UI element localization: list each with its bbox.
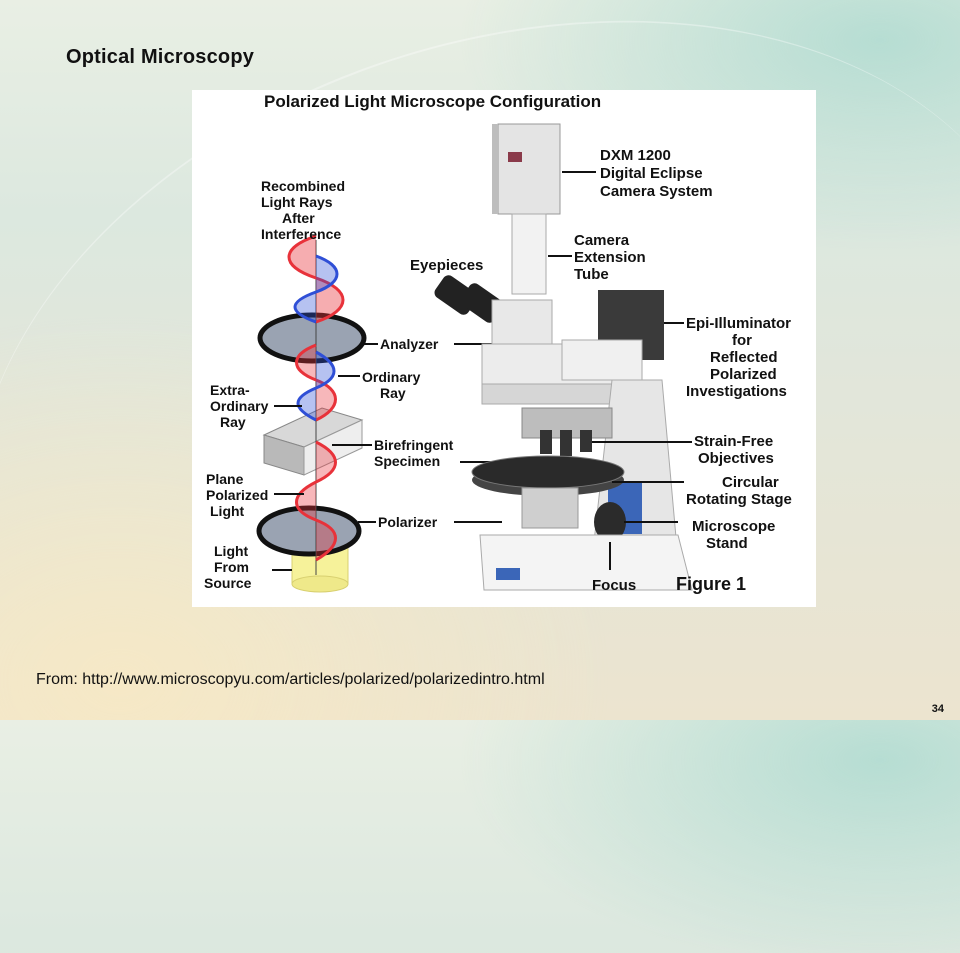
svg-text:After: After [282,210,315,226]
analyzer-disc [257,312,367,364]
microscope-diagram: Polarized Light Microscope Configuration [204,92,792,594]
figure-caption: Figure 1 [676,574,746,594]
focus-knob [594,502,626,542]
svg-text:Light Rays: Light Rays [261,194,333,210]
label-strain-free-objectives: Strain-Free Objectives [694,433,774,467]
microscope-figure: Polarized Light Microscope Configuration [192,90,816,607]
light-path-illustration [256,234,367,593]
extraordinary-ray-wave [296,350,336,422]
svg-text:Polarized: Polarized [206,487,268,503]
label-polarizer: Polarizer [378,514,438,530]
svg-text:Polarized: Polarized [710,366,777,383]
label-birefringent-specimen: Birefringent Specimen [374,437,454,469]
label-camera-extension-tube: Camera Extension Tube [574,232,646,283]
svg-text:Rotating Stage: Rotating Stage [686,491,792,508]
svg-text:Epi-Illuminator: Epi-Illuminator [686,315,791,332]
label-camera-system: DXM 1200 Digital Eclipse Camera System [600,147,713,200]
svg-text:From: From [214,559,249,575]
label-microscope-stand: Microscope Stand [692,518,775,552]
camera-body [497,123,561,215]
svg-text:Interference: Interference [261,226,341,242]
left-label-plane-polarized: Plane Polarized Light [206,471,268,519]
svg-text:Camera System: Camera System [600,183,713,200]
svg-text:Ordinary: Ordinary [362,369,421,385]
svg-text:Extension: Extension [574,249,646,266]
figure-heading: Polarized Light Microscope Configuration [264,92,601,111]
label-eyepieces: Eyepieces [410,257,483,274]
plane-polarized-wave [295,440,337,562]
svg-text:Circular: Circular [722,474,779,491]
svg-text:Plane: Plane [206,471,244,487]
svg-text:Light: Light [214,543,249,559]
label-epi-illuminator: Epi-Illuminator for Reflected Polarized … [686,315,791,400]
svg-text:Digital Eclipse: Digital Eclipse [600,165,703,182]
svg-text:Ray: Ray [380,385,406,401]
page-number: 34 [931,703,944,715]
svg-text:Recombined: Recombined [261,178,345,194]
recombined-blue-wave [293,254,339,324]
slide-title: Optical Microscopy [66,46,255,68]
recombined-red-wave [287,234,345,324]
svg-text:Strain-Free: Strain-Free [694,433,773,450]
left-label-light-source: Light From Source [204,543,252,591]
svg-text:Camera: Camera [574,232,630,249]
camera-extension-tube [511,213,547,295]
microscope-base [479,534,693,591]
svg-text:Light: Light [210,503,245,519]
svg-text:DXM 1200: DXM 1200 [600,147,671,164]
svg-text:Source: Source [204,575,252,591]
svg-text:Ordinary: Ordinary [210,398,269,414]
svg-text:Tube: Tube [574,266,609,283]
svg-text:Objectives: Objectives [698,450,774,467]
microscope-illustration [434,123,693,591]
left-label-recombined: Recombined Light Rays After Interference [261,178,345,242]
svg-text:for: for [732,332,752,349]
svg-text:Specimen: Specimen [374,453,440,469]
svg-text:Extra-: Extra- [210,382,250,398]
label-focus: Focus [592,577,636,594]
svg-text:Birefringent: Birefringent [374,437,454,453]
svg-text:Stand: Stand [706,535,748,552]
label-circular-rotating-stage: Circular Rotating Stage [686,474,792,508]
left-label-extraordinary: Extra- Ordinary Ray [210,382,269,430]
ordinary-ray-wave [295,343,337,422]
source-citation: From: http://www.microscopyu.com/article… [36,671,545,688]
svg-text:Microscope: Microscope [692,518,775,535]
svg-text:Reflected: Reflected [710,349,778,366]
label-ordinary-ray: Ordinary Ray [362,369,421,401]
svg-text:Ray: Ray [220,414,246,430]
label-analyzer: Analyzer [380,336,439,352]
svg-text:Investigations: Investigations [686,383,787,400]
